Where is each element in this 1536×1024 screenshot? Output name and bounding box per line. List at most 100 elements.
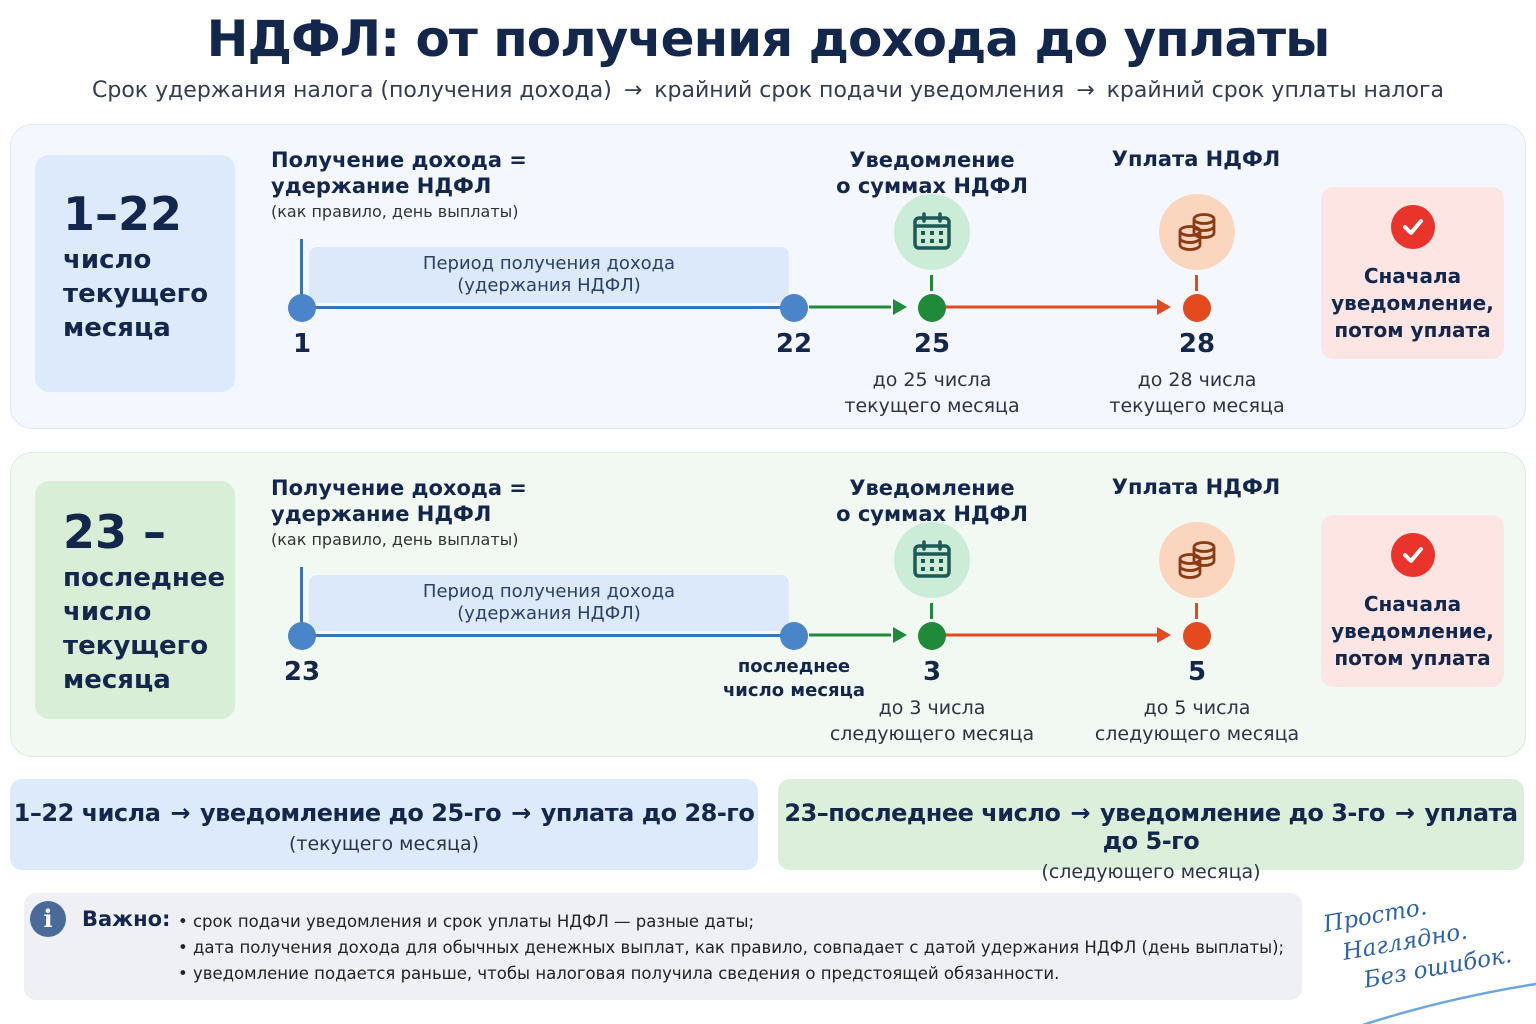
summary-current-month: 1–22 числа→уведомление до 25-го→уплата д…: [10, 779, 758, 870]
pay-label: Уплата НДФЛ: [1111, 147, 1281, 171]
range-line: число: [63, 245, 152, 275]
notice-deadline-line: следующего месяца: [829, 723, 1035, 745]
result-card: Сначала уведомление, потом уплата: [1321, 515, 1504, 687]
income-label: Получение дохода = удержание НДФЛ (как п…: [271, 147, 527, 225]
pay-deadline-line: текущего месяца: [1109, 395, 1285, 417]
timeline-dot-end: [780, 294, 808, 322]
panel-days-23-last: 23 – последнее число текущего месяца Пол…: [10, 452, 1526, 757]
period-band: Период получения дохода (удержания НДФЛ): [309, 575, 789, 631]
income-label: Получение дохода = удержание НДФЛ (как п…: [271, 475, 527, 553]
slogan: Просто. Наглядно. Без ошибок.: [1321, 876, 1536, 1024]
timeline-dot-notice: [918, 294, 946, 322]
arrowhead-red: [1157, 627, 1171, 643]
pay-deadline-line: следующего месяца: [1094, 723, 1300, 745]
day-end-line: число месяца: [722, 680, 866, 701]
subtitle-step-notice: крайний срок подачи уведомления: [654, 78, 1065, 103]
summary-arrow: →: [511, 799, 531, 827]
timeline-dot-notice: [918, 622, 946, 650]
list-item: дата получения дохода для обычных денежн…: [178, 935, 1284, 961]
income-note: (как правило, день выплаты): [271, 530, 519, 549]
timeline-dot-start: [288, 294, 316, 322]
summary-step: уплата до 28-го: [540, 799, 755, 827]
day-end: последнее число месяца: [714, 655, 874, 703]
range-line: текущего: [63, 279, 209, 309]
arrowhead-green: [893, 627, 907, 643]
result-line: потом уплата: [1334, 646, 1491, 670]
pay-deadline-line: до 28 числа: [1137, 369, 1257, 391]
notice-deadline: до 3 числа следующего месяца: [817, 695, 1047, 747]
checkmark-icon: [1390, 533, 1435, 577]
day-start: 1: [292, 329, 312, 359]
important-heading: Важно:: [82, 907, 171, 931]
summary-note: (текущего месяца): [288, 833, 479, 855]
notice-deadline-line: до 3 числа: [878, 697, 986, 719]
result-line: потом уплата: [1334, 318, 1491, 342]
range-line: число: [63, 597, 152, 627]
period-label: Период получения дохода: [422, 581, 676, 602]
timeline-arrows: [809, 627, 1171, 643]
range-line: месяца: [63, 665, 171, 695]
summary-arrow: →: [1070, 799, 1090, 827]
period-band: Период получения дохода (удержания НДФЛ): [309, 247, 789, 303]
timeline-period-line: [303, 306, 793, 309]
notice-deadline-line: до 25 числа: [872, 369, 992, 391]
timeline-dot-pay: [1183, 622, 1211, 650]
notice-label-line: Уведомление: [849, 476, 1015, 500]
coins-icon: [1159, 522, 1235, 598]
range-line: последнее: [63, 563, 226, 593]
notice-label-line: Уведомление: [849, 148, 1015, 172]
page-title: НДФЛ: от получения дохода до уплаты: [206, 10, 1331, 68]
arrowhead-green: [893, 299, 907, 315]
period-label: (удержания НДФЛ): [457, 603, 641, 624]
day-end-line: последнее: [737, 656, 851, 677]
income-label-line: удержание НДФЛ: [271, 174, 492, 198]
important-list: срок подачи уведомления и срок уплаты НД…: [178, 909, 1284, 987]
pay-deadline: до 5 числа следующего месяца: [1082, 695, 1312, 747]
calendar-icon: [894, 522, 970, 598]
result-line: уведомление,: [1331, 291, 1494, 315]
range-line: месяца: [63, 313, 171, 343]
day-pay: 5: [1187, 657, 1207, 687]
notice-deadline-line: текущего месяца: [844, 395, 1020, 417]
summary-arrow: →: [170, 799, 191, 827]
coins-icon: [1159, 194, 1235, 270]
summary-step: уплата до 5-го: [1102, 799, 1518, 855]
summary-step: уведомление до 3-го: [1100, 799, 1385, 827]
timeline-dot-start: [288, 622, 316, 650]
arrowhead-red: [1157, 299, 1171, 315]
summary-step: 23–последнее число: [784, 799, 1061, 827]
notice-stub: [930, 603, 933, 619]
summary-note: (следующего месяца): [1041, 861, 1261, 883]
day-end: 22: [775, 329, 813, 359]
income-note: (как правило, день выплаты): [271, 202, 519, 221]
result-line: Сначала: [1363, 592, 1462, 616]
income-label-line: Получение дохода =: [271, 148, 527, 172]
result-line: Сначала: [1363, 264, 1462, 288]
summary-arrow: →: [1394, 799, 1415, 827]
day-pay: 28: [1178, 329, 1216, 359]
subtitle-arrow: →: [1076, 78, 1095, 103]
notice-deadline: до 25 числа текущего месяца: [817, 367, 1047, 419]
range-card: 23 – последнее число текущего месяца: [35, 481, 235, 719]
notice-label: Уведомление о суммах НДФЛ: [831, 147, 1033, 199]
timeline-start-marker: [300, 567, 303, 627]
timeline-dot-pay: [1183, 294, 1211, 322]
day-notice: 3: [922, 657, 942, 687]
summary-next-month: 23–последнее число→уведомление до 3-го→у…: [778, 779, 1524, 883]
timeline-dot-end: [780, 622, 808, 650]
pay-deadline-line: до 5 числа: [1143, 697, 1251, 719]
subtitle-step-income: Срок удержания налога (получения дохода): [92, 78, 612, 103]
list-item: уведомление подается раньше, чтобы налог…: [178, 961, 1284, 987]
important-notes: i Важно: срок подачи уведомления и срок …: [24, 893, 1302, 1000]
range-card: 1–22 число текущего месяца: [35, 155, 235, 392]
result-line: уведомление,: [1331, 619, 1494, 643]
day-start: 23: [283, 657, 321, 687]
period-label: (удержания НДФЛ): [457, 275, 641, 296]
info-icon: i: [30, 901, 66, 937]
subtitle-arrow: →: [623, 78, 643, 103]
page-subtitle: Срок удержания налога (получения дохода)…: [0, 78, 1536, 103]
summary-step: уведомление до 25-го: [200, 799, 502, 827]
income-label-line: Получение дохода =: [271, 476, 527, 500]
timeline-arrows: [809, 299, 1171, 315]
pay-stub: [1195, 275, 1198, 291]
